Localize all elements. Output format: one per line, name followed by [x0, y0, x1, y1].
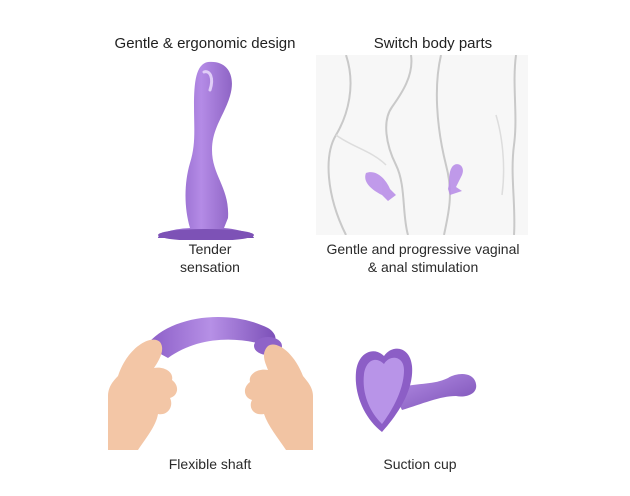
design-heading: Gentle & ergonomic design [114, 35, 296, 52]
suction-cup-caption: Suction cup [383, 456, 457, 472]
body-parts-caption-line2: & anal stimulation [367, 259, 479, 275]
body-figure-icon [316, 55, 528, 235]
product-silhouette-icon [158, 61, 254, 240]
design-product-image [150, 58, 260, 240]
heart-suction-cup-icon [355, 348, 477, 432]
body-figures-image [316, 55, 528, 235]
flexible-shaft-caption: Flexible shaft [168, 456, 252, 472]
body-parts-caption: Gentle and progressive vaginal & anal st… [318, 240, 528, 276]
design-caption: Tender sensation [150, 240, 270, 276]
design-caption-line1: Tender [188, 241, 232, 257]
flexible-shaft-image [108, 306, 313, 450]
body-parts-heading: Switch body parts [373, 35, 493, 52]
hands-icon [108, 316, 313, 450]
suction-cup-image [352, 338, 482, 436]
body-parts-caption-line1: Gentle and progressive vaginal [326, 241, 520, 257]
design-caption-line2: sensation [180, 259, 240, 275]
